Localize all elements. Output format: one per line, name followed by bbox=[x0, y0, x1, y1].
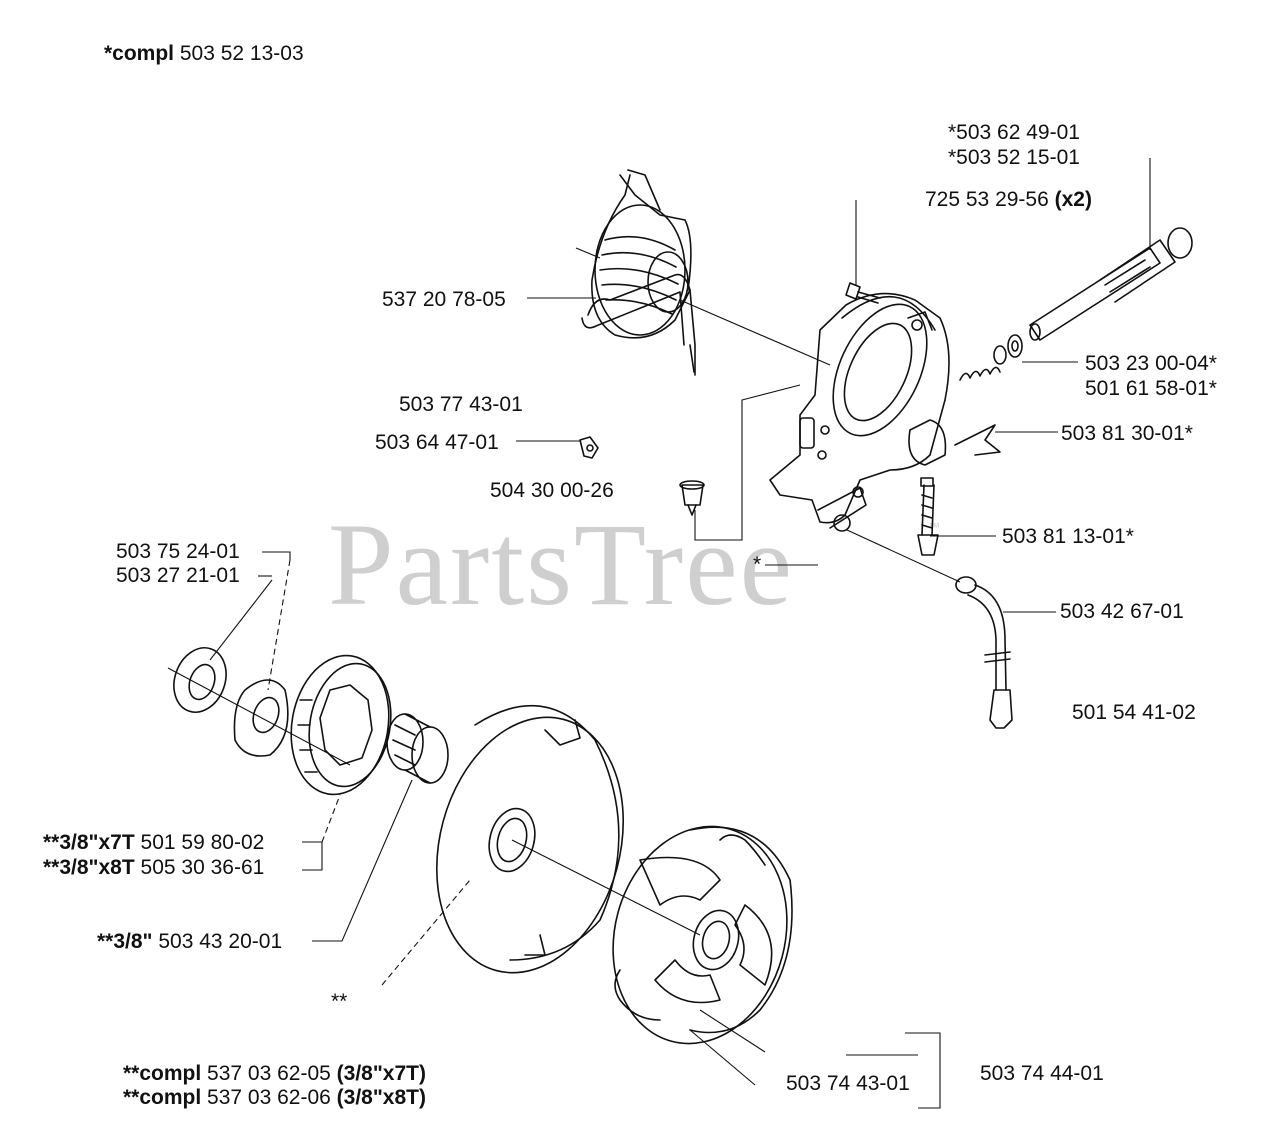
part-label-503-64-47-01: 503 64 47-01 bbox=[375, 431, 499, 454]
rim-sprocket bbox=[290, 654, 392, 796]
adjust-screw bbox=[917, 477, 939, 556]
part-label-503-52-15-01: *503 52 15-01 bbox=[948, 146, 1080, 169]
part-label-505-30-36-61: **3/8"x8T 505 30 36-61 bbox=[43, 856, 265, 879]
part-label-503-62-49-01: *503 62 49-01 bbox=[948, 121, 1080, 144]
pump-plunger bbox=[1029, 227, 1193, 341]
e-clip bbox=[173, 647, 227, 713]
pump-drive-arm bbox=[581, 273, 696, 376]
part-label-503-23-00-04: 503 23 00-04* bbox=[1085, 352, 1217, 375]
part-label-503-81-13-01: 503 81 13-01* bbox=[1002, 525, 1134, 548]
part-label-503-42-67-01: 503 42 67-01 bbox=[1060, 600, 1184, 623]
assembly-header-label: *compl 503 52 13-03 bbox=[104, 42, 304, 65]
part-label-double-star: ** bbox=[331, 990, 348, 1013]
screw bbox=[845, 282, 881, 304]
clip-nut bbox=[579, 436, 599, 459]
part-label-501-59-80-02: **3/8"x7T 501 59 80-02 bbox=[43, 831, 265, 854]
part-label-501-61-58-01: 501 61 58-01* bbox=[1085, 377, 1217, 400]
clutch-shoes bbox=[612, 825, 793, 1045]
part-label-504-30-00-26: 504 30 00-26 bbox=[490, 479, 614, 502]
watermark: PartsTree bbox=[328, 499, 794, 630]
needle-bearing bbox=[386, 713, 449, 784]
leader-lines bbox=[167, 158, 1151, 1109]
worm-gear bbox=[591, 169, 692, 339]
pump-arrow-marker bbox=[954, 424, 1001, 456]
part-label-725-53-29-56: 725 53 29-56 (x2) bbox=[925, 188, 1092, 211]
pump-washers bbox=[959, 334, 1023, 381]
oil-hose bbox=[955, 576, 1013, 729]
part-label-537-03-62-05: **compl 537 03 62-05 (3/8"x7T) bbox=[123, 1062, 426, 1085]
part-label-503-27-21-01: 503 27 21-01 bbox=[116, 564, 240, 587]
part-label-537-20-78-05: 537 20 78-05 bbox=[382, 288, 506, 311]
part-label-star: * bbox=[753, 553, 762, 576]
part-label-503-43-20-01: **3/8" 503 43 20-01 bbox=[97, 930, 283, 953]
oil-pump-housing bbox=[769, 292, 950, 532]
part-label-503-77-43-01: 503 77 43-01 bbox=[399, 393, 523, 416]
clutch-washer bbox=[233, 679, 289, 757]
part-label-503-74-44-01: 503 74 44-01 bbox=[980, 1062, 1104, 1085]
part-label-503-74-43-01: 503 74 43-01 bbox=[786, 1072, 910, 1095]
pump-bolt bbox=[679, 480, 705, 516]
part-label-501-54-41-02: 501 54 41-02 bbox=[1072, 701, 1196, 724]
part-label-537-03-62-06: **compl 537 03 62-06 (3/8"x8T) bbox=[123, 1086, 426, 1109]
clutch-drum bbox=[435, 705, 625, 974]
part-label-503-75-24-01: 503 75 24-01 bbox=[116, 540, 240, 563]
watermark-trademark: ™ bbox=[928, 520, 940, 534]
part-label-503-81-30-01: 503 81 30-01* bbox=[1061, 422, 1193, 445]
